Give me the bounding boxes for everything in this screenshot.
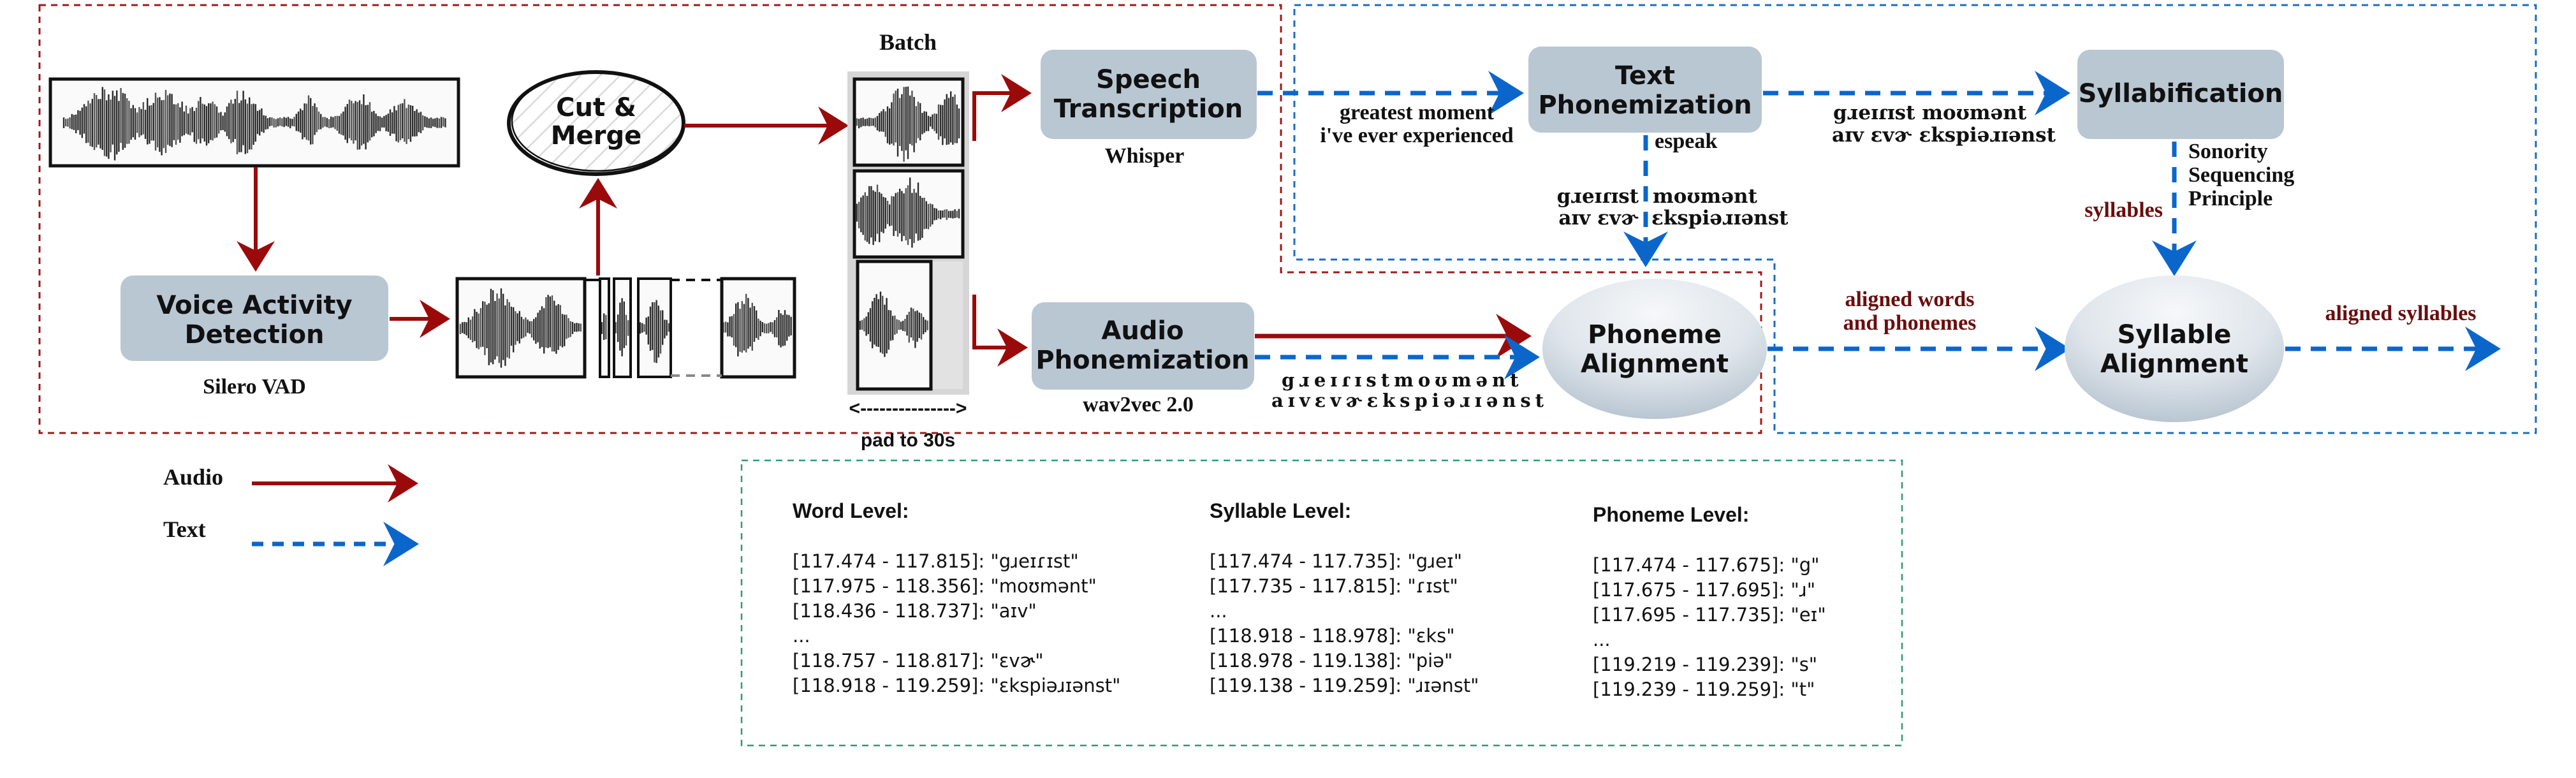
waveform-icon xyxy=(601,313,607,341)
speech-transcription-title-line-2: Transcription xyxy=(1054,94,1243,124)
waveform-icon xyxy=(639,293,792,363)
arrow-batch-to-audio-phonemization xyxy=(972,295,1028,367)
transcript-line-1: greatest moment xyxy=(1340,101,1495,124)
vad-box: Voice Activity Detection xyxy=(121,275,388,361)
table-row: [117.474 - 117.815]: "gɹeɪɾɪst" xyxy=(793,550,1079,572)
waveform-icon xyxy=(859,291,928,357)
table-row: [118.757 - 118.817]: "ɛvɚ" xyxy=(793,650,1044,672)
phonemes-line-2: aɪv ɛvɚ ɛkspiəɹɪənst xyxy=(1832,124,2056,147)
table-row: ... xyxy=(1210,600,1227,622)
audio-phonemization-box: Audio Phonemization xyxy=(1032,302,1254,390)
syllable-alignment-node: Syllable Alignment xyxy=(2065,275,2284,422)
espeak-output-right-line-2: ɛkspiəɹɪənst xyxy=(1651,207,1789,230)
table-row: [117.474 - 117.675]: "g" xyxy=(1593,554,1819,576)
text-phonemization-title-line-2: Phonemization xyxy=(1538,91,1752,120)
batch-title: Batch xyxy=(879,29,937,55)
table-row: [118.918 - 119.259]: "ɛkspiəɹɪənst" xyxy=(793,675,1120,696)
espeak-output-left-line-2: aɪv ɛvɚ xyxy=(1558,207,1639,230)
table-row: [119.138 - 119.259]: "ɹɪənst" xyxy=(1210,675,1479,696)
transcript-line-2: i've ever experienced xyxy=(1320,124,1513,147)
legend-audio-label: Audio xyxy=(163,464,223,490)
syllable-alignment-title-line-2: Alignment xyxy=(2100,349,2248,379)
input-waveform xyxy=(48,77,460,168)
table-row: [117.695 - 117.735]: "eɪ" xyxy=(1593,604,1826,626)
table-row: [117.675 - 117.695]: "ɹ" xyxy=(1593,579,1815,601)
waveform-icon xyxy=(856,86,960,162)
syllabification-title: Syllabification xyxy=(2079,79,2283,108)
text-phonemization-title-line-1: Text xyxy=(1615,61,1675,91)
table-row: [119.219 - 119.239]: "s" xyxy=(1593,654,1817,675)
vad-caption: Silero VAD xyxy=(203,375,306,399)
syllables-label: syllables xyxy=(2084,198,2163,222)
phoneme-alignment-title-line-2: Alignment xyxy=(1581,349,1729,379)
waveform-icon xyxy=(459,288,582,368)
espeak-output-right-line-1: moʊmənt xyxy=(1653,185,1758,208)
espeak-caption: espeak xyxy=(1655,129,1717,153)
table-row: [117.975 - 118.356]: "moʊmənt" xyxy=(793,575,1097,597)
ssp-line-1: Sonority xyxy=(2188,140,2268,163)
cut-merge-title-line-2: Merge xyxy=(551,121,641,150)
cut-merge-node: Cut & Merge xyxy=(507,70,685,176)
aligned-syllables-label: aligned syllables xyxy=(2325,302,2476,325)
speech-transcription-box: Speech Transcription xyxy=(1041,50,1257,139)
segmented-waveforms xyxy=(455,277,796,379)
cut-merge-title-line-1: Cut & xyxy=(556,93,636,122)
pad-range-arrow: <---------------> xyxy=(849,398,967,419)
waveform-icon xyxy=(615,298,629,356)
table-row: [118.436 - 118.737]: "aɪv" xyxy=(793,600,1037,622)
table-row: [117.735 - 117.815]: "ɾɪst" xyxy=(1210,575,1458,597)
text-phonemization-box: Text Phonemization xyxy=(1528,47,1762,133)
aligned-words-line-1: aligned words xyxy=(1845,288,1974,311)
phonemes-line-1: gɹeɪɾɪst moʊmənt xyxy=(1833,101,2027,124)
legend-text-label: Text xyxy=(163,517,206,542)
wav2vec-output-line-2: aɪvɛvɚɛkspiəɹɪənst xyxy=(1271,390,1548,411)
table-column-heading: Word Level: xyxy=(793,499,909,522)
table-column-heading: Syllable Level: xyxy=(1210,499,1351,522)
wav2vec-output-line-1: gɹeɪɾɪstmoʊmənt xyxy=(1282,369,1523,391)
syllabification-box: Syllabification xyxy=(2077,50,2284,139)
table-row: [118.978 - 119.138]: "piə" xyxy=(1210,650,1453,672)
legend: Audio Text xyxy=(163,464,419,566)
audio-phonemization-title-line-2: Phonemization xyxy=(1036,346,1249,375)
syllable-alignment-title-line-1: Syllable xyxy=(2118,320,2232,349)
table-row: [118.918 - 118.978]: "ɛks" xyxy=(1210,625,1455,647)
audio-phonemization-title-line-1: Audio xyxy=(1101,316,1183,346)
whisper-caption: Whisper xyxy=(1105,144,1185,168)
audio-region-border xyxy=(38,4,1762,434)
batch-stack xyxy=(847,71,969,395)
waveform-icon xyxy=(62,87,446,161)
table-row: ... xyxy=(1593,629,1611,650)
vad-title-line-2: Detection xyxy=(184,320,324,349)
waveform-icon xyxy=(856,177,960,248)
table-row: [117.474 - 117.735]: "gɹeɪ" xyxy=(1210,550,1462,572)
ssp-line-2: Sequencing xyxy=(2188,163,2294,187)
wav2vec-caption: wav2vec 2.0 xyxy=(1083,393,1194,416)
table-column-heading: Phoneme Level: xyxy=(1593,503,1749,526)
table-row: ... xyxy=(793,625,810,647)
table-row: [119.239 - 119.259]: "t" xyxy=(1593,679,1815,700)
pad-caption: pad to 30s xyxy=(861,430,955,451)
phoneme-alignment-node: Phoneme Alignment xyxy=(1542,279,1767,419)
arrow-batch-to-speech-transcription xyxy=(972,74,1032,141)
output-table: Word Level: [117.474 - 117.815]: "gɹeɪɾɪs… xyxy=(740,459,1903,747)
phoneme-alignment-title-line-1: Phoneme xyxy=(1588,320,1722,349)
vad-title-line-1: Voice Activity xyxy=(156,291,352,320)
ssp-line-3: Principle xyxy=(2188,187,2272,210)
text-region-border xyxy=(1293,4,2537,434)
espeak-output-left-line-1: gɹeɪɾɪst xyxy=(1557,185,1639,208)
aligned-words-line-2: and phonemes xyxy=(1843,311,1977,335)
speech-transcription-title-line-1: Speech xyxy=(1096,65,1201,94)
